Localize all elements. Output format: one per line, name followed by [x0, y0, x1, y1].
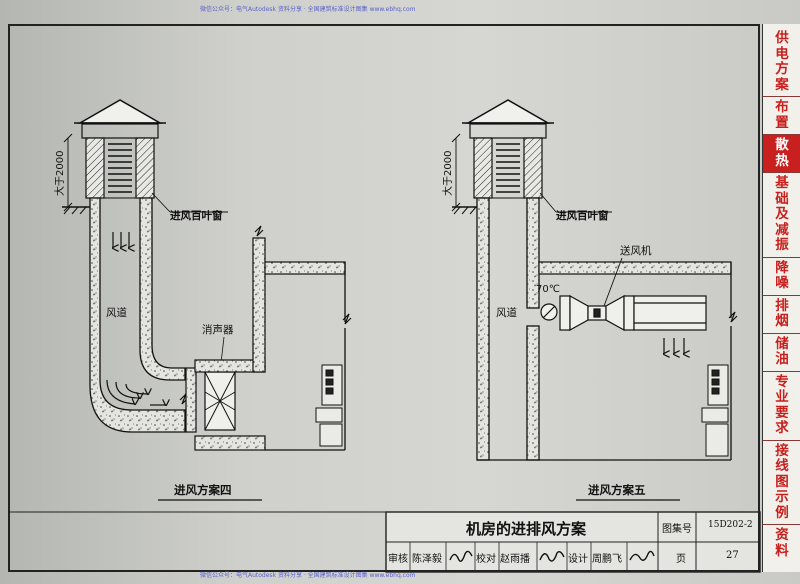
supply-fan	[559, 294, 707, 332]
sidebar-divider	[763, 172, 800, 173]
supply-arrows	[664, 338, 684, 354]
generator-left	[315, 364, 343, 447]
louver-blades	[108, 143, 132, 193]
signature-checker	[539, 550, 565, 562]
duct-wall-outer	[89, 197, 186, 433]
drawing-frame	[8, 24, 760, 572]
caption-scheme-five: 进风方案五	[588, 483, 646, 497]
sidebar-category-6[interactable]: 储油	[775, 335, 789, 367]
sidebar-divider	[763, 96, 800, 97]
louver-label: 进风百叶窗	[170, 209, 223, 222]
airflow-arrows-down	[113, 232, 129, 248]
category-sidebar: 供电方案布置散热基础及减振降噪排烟储油专业要求接线图示例资料	[762, 24, 800, 572]
title-block: 机房的进排风方案 图集号 15D202-2 审核 陈泽毅 校对 赵雨播 设计 周…	[386, 512, 760, 572]
louver-label-right: 进风百叶窗	[556, 209, 609, 222]
page-number: 27	[726, 550, 739, 561]
page-label: 页	[676, 554, 686, 565]
check-label: 校对	[476, 554, 496, 565]
room-wall-lower	[194, 435, 266, 451]
temp-label: 70℃	[536, 284, 560, 295]
silencer-label: 消声器	[202, 323, 234, 336]
duct-wall-inner	[139, 197, 186, 381]
duct-label: 风道	[106, 306, 127, 319]
caption-scheme-four: 进风方案四	[174, 483, 232, 497]
height-label: 大于2000	[53, 151, 66, 196]
room-wall-vertical	[252, 237, 266, 373]
sidebar-category-1[interactable]: 布置	[775, 99, 789, 131]
duct-wall-right-right	[526, 197, 540, 309]
sidebar-category-2[interactable]: 散热	[763, 135, 800, 172]
sidebar-divider	[763, 370, 800, 372]
sidebar-divider	[763, 332, 800, 334]
duct-label-right: 风道	[496, 306, 517, 319]
sidebar-divider	[763, 134, 800, 135]
atlas-no: 15D202-2	[708, 520, 753, 530]
generator-right	[701, 364, 729, 457]
sidebar-category-4[interactable]: 降噪	[775, 259, 789, 291]
silencer-wall-left	[185, 367, 197, 433]
sidebar-category-0[interactable]: 供电方案	[775, 30, 789, 93]
scheme-five: 大于2000 进风百叶窗 风道 70℃	[441, 99, 738, 501]
sidebar-category-8[interactable]: 接线图示例	[775, 442, 789, 521]
sidebar-category-5[interactable]: 排烟	[775, 297, 789, 329]
sidebar-divider	[763, 256, 800, 258]
fan-label: 送风机	[620, 244, 652, 257]
sidebar-divider	[763, 439, 800, 441]
height-label-right: 大于2000	[441, 151, 454, 196]
signature-reviewer	[449, 550, 473, 562]
atlas-no-label: 图集号	[662, 524, 692, 535]
title-text: 机房的进排风方案	[466, 520, 587, 538]
watermark-top: 微信公众号：电气Autodesk 资料分享 · 全国建筑标准设计图集 www.e…	[200, 6, 416, 13]
checker-name: 赵雨播	[500, 554, 530, 565]
design-label: 设计	[568, 554, 588, 565]
designer-name: 周鹏飞	[592, 554, 622, 565]
airflow-arrows-curve	[106, 379, 166, 405]
sidebar-category-9[interactable]: 资料	[775, 527, 789, 559]
sidebar-category-3[interactable]: 基础及减振	[775, 175, 789, 253]
watermark-bottom: 微信公众号：电气Autodesk 资料分享 · 全国建筑标准设计图集 www.e…	[200, 572, 416, 579]
sidebar-divider	[763, 294, 800, 296]
scheme-four: 大于2000 进风百叶窗 风道 消声	[53, 99, 352, 501]
review-label: 审核	[388, 554, 408, 565]
signature-designer	[629, 550, 655, 561]
reviewer-name: 陈泽毅	[412, 554, 442, 565]
sidebar-divider	[763, 524, 800, 525]
sidebar-category-7[interactable]: 专业要求	[775, 373, 789, 436]
